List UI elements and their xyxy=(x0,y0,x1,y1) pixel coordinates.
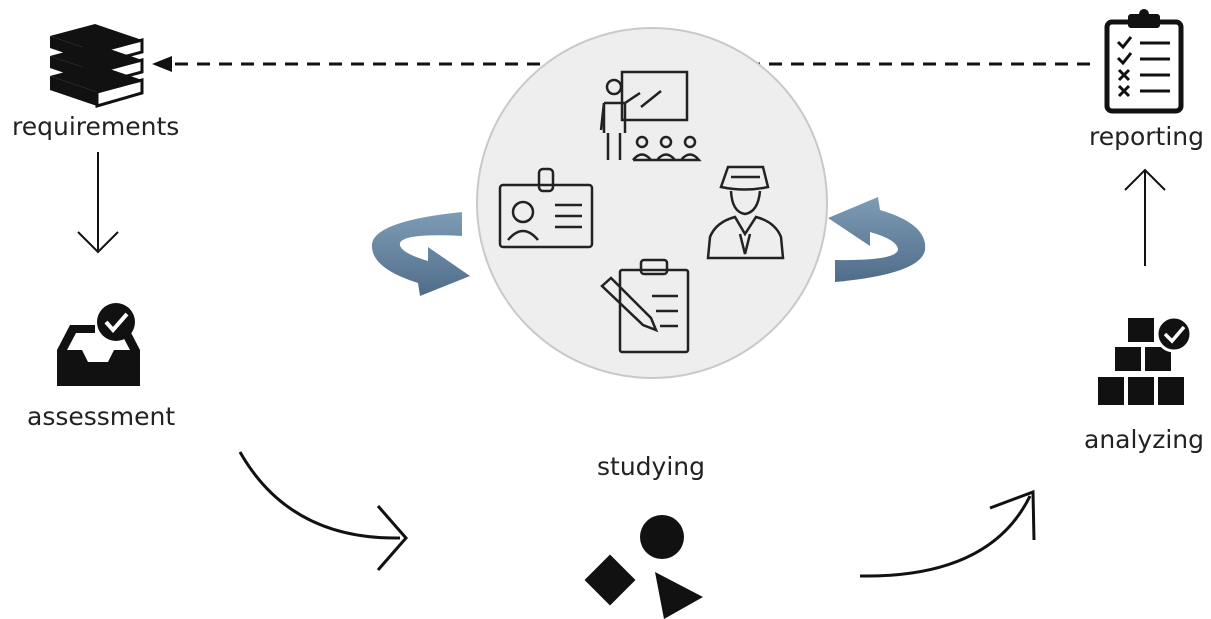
label-analyzing: analyzing xyxy=(1084,425,1205,454)
label-assessment: assessment xyxy=(27,402,176,431)
detective-icon xyxy=(706,165,785,260)
center-circle xyxy=(476,27,828,379)
arrow-up xyxy=(1124,168,1166,266)
arrow-down xyxy=(77,152,119,254)
clipboard-pen-icon xyxy=(600,258,690,354)
curved-arrow-right xyxy=(859,489,1036,578)
books-icon xyxy=(50,24,144,108)
cycle-arrow-right xyxy=(828,197,926,282)
checklist-clipboard-icon xyxy=(1104,9,1184,114)
boxes-check-icon xyxy=(1098,315,1193,405)
presentation-icon xyxy=(599,70,702,162)
label-studying: studying xyxy=(597,452,705,481)
id-badge-icon xyxy=(498,167,594,249)
label-requirements: requirements xyxy=(12,112,180,141)
inbox-check-icon xyxy=(57,303,140,386)
shapes-icon xyxy=(584,515,703,619)
cycle-arrow-left xyxy=(371,212,470,296)
feedback-dashed-arrow xyxy=(152,56,1090,72)
label-reporting: reporting xyxy=(1089,122,1205,151)
curved-arrow-left xyxy=(238,451,408,571)
